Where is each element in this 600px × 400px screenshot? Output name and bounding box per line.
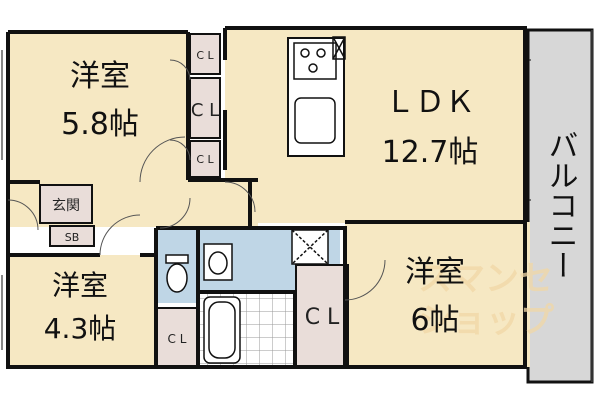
walls xyxy=(6,26,527,369)
entrance xyxy=(39,184,93,224)
door-swings xyxy=(7,59,386,301)
closet-label-bottom: C L xyxy=(168,332,187,346)
bathtub-icon xyxy=(203,296,241,364)
room-western-6 xyxy=(345,222,530,367)
room-label-western3-size: 6帖 xyxy=(410,303,459,338)
balcony xyxy=(526,28,594,384)
shoe-box-label: SB xyxy=(65,231,80,244)
room-label-ldk-name: ＬＤＫ xyxy=(385,85,475,120)
toilet-icon xyxy=(165,254,189,293)
room-label-ldk-size: 12.7帖 xyxy=(382,135,479,170)
kitchen-sink xyxy=(294,97,336,144)
room-ldk xyxy=(225,28,525,223)
closet-mid xyxy=(189,77,221,139)
washing-machine-icon xyxy=(291,229,329,265)
room-western-4-3 xyxy=(8,255,156,367)
room-label-western1-name: 洋室 xyxy=(70,59,130,94)
balcony-label: バルコニー xyxy=(543,130,578,280)
svg-text:ショップ: ショップ xyxy=(418,301,554,341)
refrigerator-icon xyxy=(332,36,346,60)
entrance-label: 玄関 xyxy=(52,197,80,214)
stove-icon xyxy=(293,42,337,80)
room-label-western2-name: 洋室 xyxy=(52,269,108,302)
room-western-5-8 xyxy=(8,32,188,182)
room-label-western1-size: 5.8帖 xyxy=(61,107,139,142)
room-label-western3-name: 洋室 xyxy=(405,255,465,290)
closet-small-2 xyxy=(189,140,221,178)
svg-text:スマンセ: スマンセ xyxy=(418,259,553,299)
shoe-box xyxy=(49,225,95,247)
closet-label-big: C L xyxy=(305,305,340,330)
closet-label-small-2: C L xyxy=(196,153,214,166)
windows xyxy=(1,50,531,350)
closet-label-mid: C L xyxy=(191,100,219,121)
room-label-western2-size: 4.3帖 xyxy=(44,312,117,345)
closet-label-small-1: C L xyxy=(196,49,214,62)
washbasin-icon xyxy=(203,243,233,281)
closet-small-1 xyxy=(189,33,221,75)
watermark: スマンセ ショップ xyxy=(418,259,554,341)
